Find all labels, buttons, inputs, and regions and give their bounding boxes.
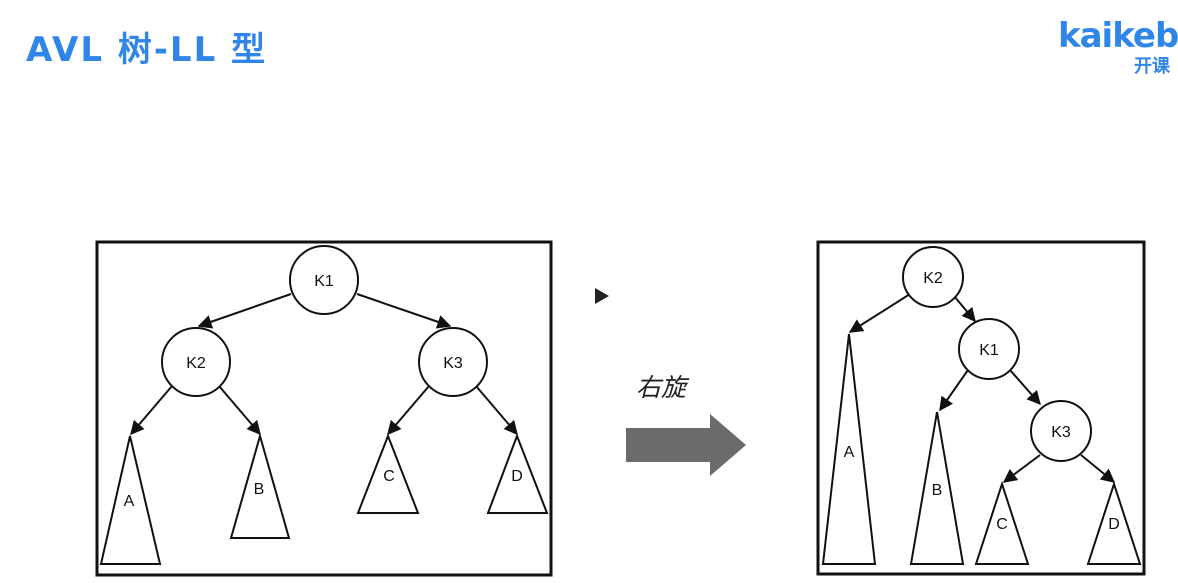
node-label: K1 bbox=[314, 273, 334, 290]
edge-k3-d bbox=[1080, 454, 1116, 483]
page-title: AVL 树-LL 型 bbox=[26, 30, 268, 70]
edge-k1-b bbox=[939, 369, 969, 412]
play-icon[interactable] bbox=[595, 288, 609, 304]
node-label: K2 bbox=[923, 270, 943, 287]
logo-wordmark: kaikeb bbox=[1058, 16, 1178, 56]
edge-k1-k2 bbox=[197, 293, 292, 329]
subtree-c: C bbox=[356, 433, 420, 514]
node-label: K3 bbox=[1051, 424, 1071, 441]
subtree-c: C bbox=[974, 480, 1030, 565]
rotation-label: 右旋 bbox=[636, 373, 687, 402]
subtree-b: B bbox=[229, 432, 291, 539]
subtree-a: A bbox=[821, 333, 877, 565]
subtree-b: B bbox=[909, 411, 965, 565]
subtree-d: D bbox=[1086, 480, 1142, 565]
logo-subtext: 开课 bbox=[1134, 56, 1170, 77]
node-k2: K2 bbox=[161, 327, 231, 397]
subtree-label: D bbox=[511, 468, 523, 485]
right-arrow-icon bbox=[626, 414, 746, 476]
node-label: K1 bbox=[979, 342, 999, 359]
subtree-label: B bbox=[932, 482, 943, 499]
subtree-label: A bbox=[844, 444, 855, 461]
brand-logo: kaikeb 开课 bbox=[1054, 14, 1178, 78]
subtree-d: D bbox=[486, 433, 549, 514]
node-label: K3 bbox=[443, 355, 463, 372]
node-k1: K1 bbox=[958, 318, 1020, 380]
subtree-label: C bbox=[996, 516, 1008, 533]
edge-k2-a bbox=[848, 293, 911, 333]
edge-k3-d bbox=[475, 385, 518, 436]
edge-k1-k3 bbox=[356, 293, 452, 329]
subtree-label: B bbox=[254, 481, 265, 498]
subtree-label: C bbox=[383, 468, 395, 485]
tree-after: K2 K1 K3 A B C D bbox=[816, 240, 1146, 576]
subtree-label: A bbox=[124, 493, 135, 510]
subtree-label: D bbox=[1108, 516, 1120, 533]
subtree-a: A bbox=[99, 435, 162, 565]
edge-k3-c bbox=[1002, 454, 1041, 483]
node-k2: K2 bbox=[902, 246, 964, 308]
edge-k1-k3 bbox=[1009, 369, 1041, 406]
edge-k2-a bbox=[130, 385, 173, 436]
tree-before: K1 K2 K3 A B C D bbox=[95, 240, 553, 577]
node-k1: K1 bbox=[289, 245, 359, 315]
edge-k3-c bbox=[387, 385, 430, 436]
node-k3: K3 bbox=[1030, 400, 1092, 462]
after-frame bbox=[816, 240, 1146, 576]
edge-k2-b bbox=[218, 385, 261, 436]
edge-k2-k1 bbox=[953, 295, 976, 323]
node-label: K2 bbox=[186, 355, 206, 372]
before-frame bbox=[95, 240, 553, 577]
node-k3: K3 bbox=[418, 327, 488, 397]
